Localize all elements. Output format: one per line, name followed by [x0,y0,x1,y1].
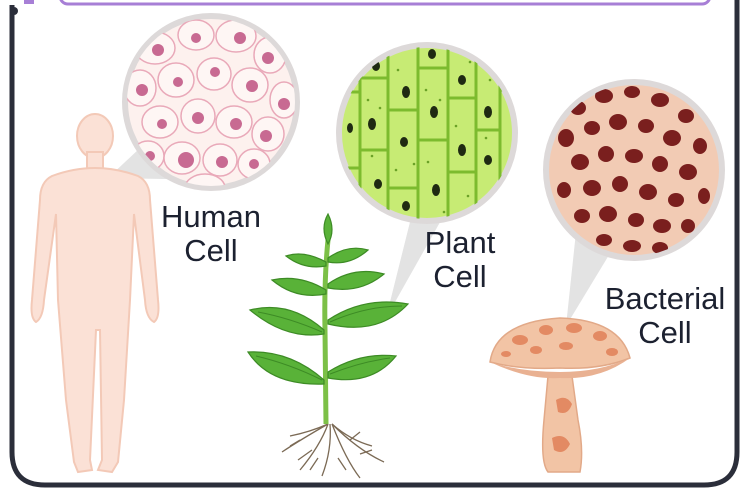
plant-cell-label-line1: Plant [410,226,510,260]
bacterial-cell-label-line2: Cell [590,316,740,350]
plant-cell-magnifier [339,40,520,230]
human-cell-label-line1: Human [150,200,272,234]
bacterial-cell-label: Bacterial Cell [590,282,740,350]
plant-cell-label-line2: Cell [410,260,510,294]
bacterial-cell-magnifier [546,82,722,258]
frame-dot [10,7,18,15]
human-cell-label: Human Cell [150,200,272,268]
plant-cell-label: Plant Cell [410,226,510,294]
plant-icon [248,214,408,478]
top-bar [60,0,710,4]
human-cell-label-line2: Cell [150,234,272,268]
top-bar-accent [24,0,34,4]
bacterial-cell-label-line1: Bacterial [590,282,740,316]
